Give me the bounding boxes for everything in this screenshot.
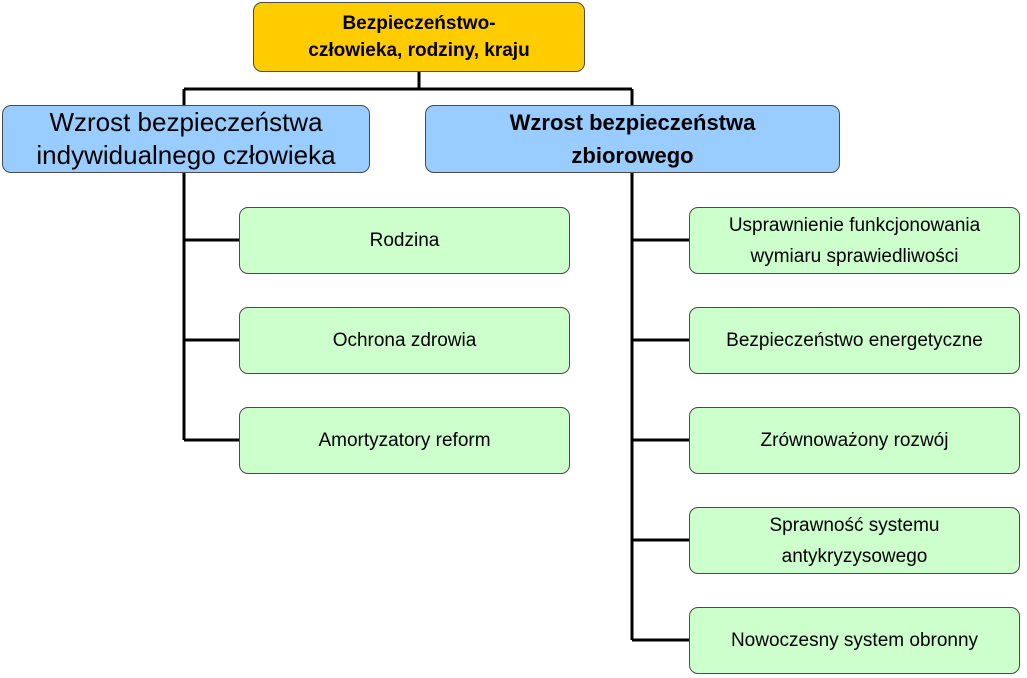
leaf-label-line1: Sprawność systemu [769,514,940,536]
leaf-label: Bezpieczeństwo energetyczne [726,330,983,351]
right-branch-node: Wzrost bezpieczeństwa zbiorowego [425,105,840,173]
leaf-label-line2: antykryzysowego [781,545,928,567]
leaf-zrownowazony-rozwoj: Zrównoważony rozwój [689,407,1020,474]
root-title-line2: człowieka, rodziny, kraju [308,40,530,61]
leaf-bezpieczenstwo-energetyczne: Bezpieczeństwo energetyczne [689,307,1020,374]
leaf-rodzina: Rodzina [239,207,570,274]
leaf-usprawnienie: Usprawnienie funkcjonowania wymiaru spra… [689,207,1020,274]
leaf-nowoczesny-system-obronny: Nowoczesny system obronny [689,607,1020,674]
leaf-label: Nowoczesny system obronny [730,630,979,651]
left-branch-line2: indywidualnego człowieka [36,140,336,170]
leaf-ochrona-zdrowia: Ochrona zdrowia [239,307,570,374]
leaf-sprawnosc-systemu: Sprawność systemu antykryzysowego [689,507,1020,574]
root-node: Bezpieczeństwo- człowieka, rodziny, kraj… [253,2,585,72]
leaf-label: Ochrona zdrowia [332,330,477,351]
leaf-label: Amortyzatory reform [318,430,491,451]
leaf-label: Zrównoważony rozwój [760,430,949,451]
root-title-line1: Bezpieczeństwo- [342,13,496,34]
leaf-label-line1: Usprawnienie funkcjonowania [728,214,981,236]
leaf-label-line2: wymiaru sprawiedliwości [750,245,959,267]
leaf-amortyzatory-reform: Amortyzatory reform [239,407,570,474]
left-branch-line1: Wzrost bezpieczeństwa [49,107,323,137]
right-branch-line2: zbiorowego [571,143,694,168]
right-branch-line1: Wzrost bezpieczeństwa [509,110,756,135]
leaf-label: Rodzina [369,230,440,251]
left-branch-node: Wzrost bezpieczeństwa indywidualnego czł… [2,105,370,173]
